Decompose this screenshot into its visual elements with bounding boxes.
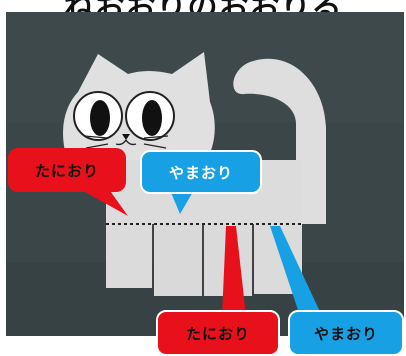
yama-bottom-pointer — [270, 226, 322, 316]
cat-nose — [122, 134, 130, 140]
tani-bottom-label: たにおり — [185, 324, 250, 343]
tani-callout-bottom: たにおり — [156, 310, 280, 356]
yama-callout-bottom: やまおり — [288, 310, 404, 356]
tani-callout-top: たにおり — [8, 148, 126, 192]
yama-callout-top: やまおり — [140, 150, 262, 194]
tani-bottom-pointer — [222, 226, 246, 316]
tani-top-label: たにおり — [34, 161, 99, 180]
cat-leg-2 — [154, 224, 202, 296]
yama-top-label: やまおり — [168, 163, 233, 182]
tani-top-pointer — [78, 188, 128, 216]
yama-top-pointer — [170, 190, 194, 214]
cat-tail — [233, 58, 326, 224]
cat-leg-1 — [106, 224, 152, 288]
yama-bottom-label: やまおり — [313, 324, 378, 343]
